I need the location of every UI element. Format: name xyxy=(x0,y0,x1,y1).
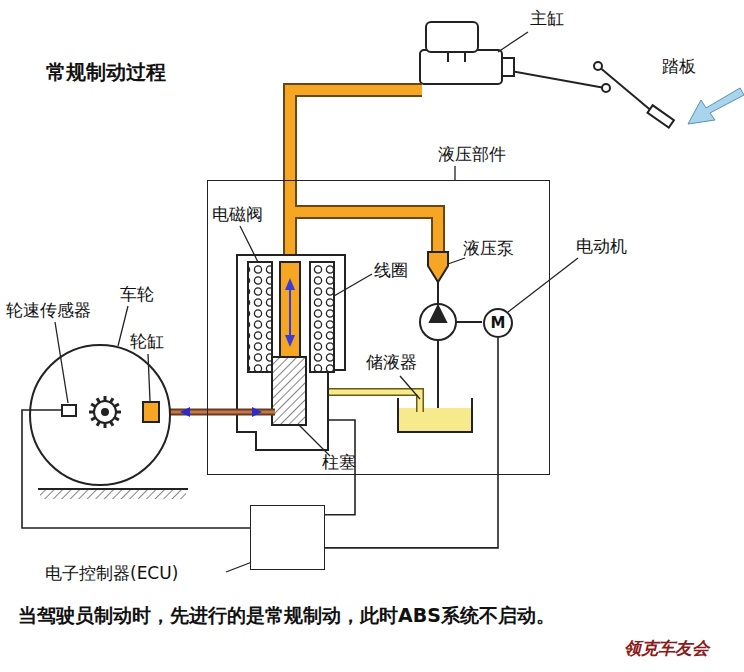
part-label: 电动机 xyxy=(576,236,627,256)
title: 常规制动过程 xyxy=(46,60,166,84)
leader-line xyxy=(55,32,578,572)
part-label: 踏板 xyxy=(662,56,696,76)
part-label: 储液器 xyxy=(366,352,417,372)
electric-motor: M xyxy=(483,308,513,338)
part-label: 柱塞 xyxy=(322,452,356,472)
part-label: 线圈 xyxy=(374,260,408,280)
watermark: 领克车友会 xyxy=(624,638,709,658)
brake-pipe xyxy=(290,90,438,268)
node-label: M xyxy=(491,314,506,332)
node-label: 电子控制器(ECU) xyxy=(45,562,178,585)
signal-wire xyxy=(325,338,498,548)
fluid-reservoir xyxy=(305,392,472,432)
hydraulic-pump xyxy=(420,252,482,412)
part-label: 电磁阀 xyxy=(212,204,263,224)
wheel xyxy=(30,345,188,499)
pedal-force-arrow xyxy=(688,88,744,124)
sensor-wire xyxy=(22,410,250,528)
wheel-brake-line xyxy=(158,407,275,417)
caption: 当驾驶员制动时，先进行的是常规制动，此时ABS系统不启动。 xyxy=(18,604,555,627)
hydraulic-unit-housing: 液压部件M xyxy=(207,180,550,475)
part-label: 液压泵 xyxy=(463,238,514,258)
part-label: 车轮 xyxy=(120,284,154,304)
master-cylinder xyxy=(420,22,514,84)
brake-pedal xyxy=(505,62,674,128)
part-label: 轮缸 xyxy=(130,331,164,351)
node-label: 液压部件 xyxy=(438,143,506,166)
part-label: 主缸 xyxy=(530,8,564,28)
ecu-box: 电子控制器(ECU) xyxy=(250,505,325,570)
signal-wire xyxy=(325,475,355,515)
part-label: 轮速传感器 xyxy=(6,300,91,320)
